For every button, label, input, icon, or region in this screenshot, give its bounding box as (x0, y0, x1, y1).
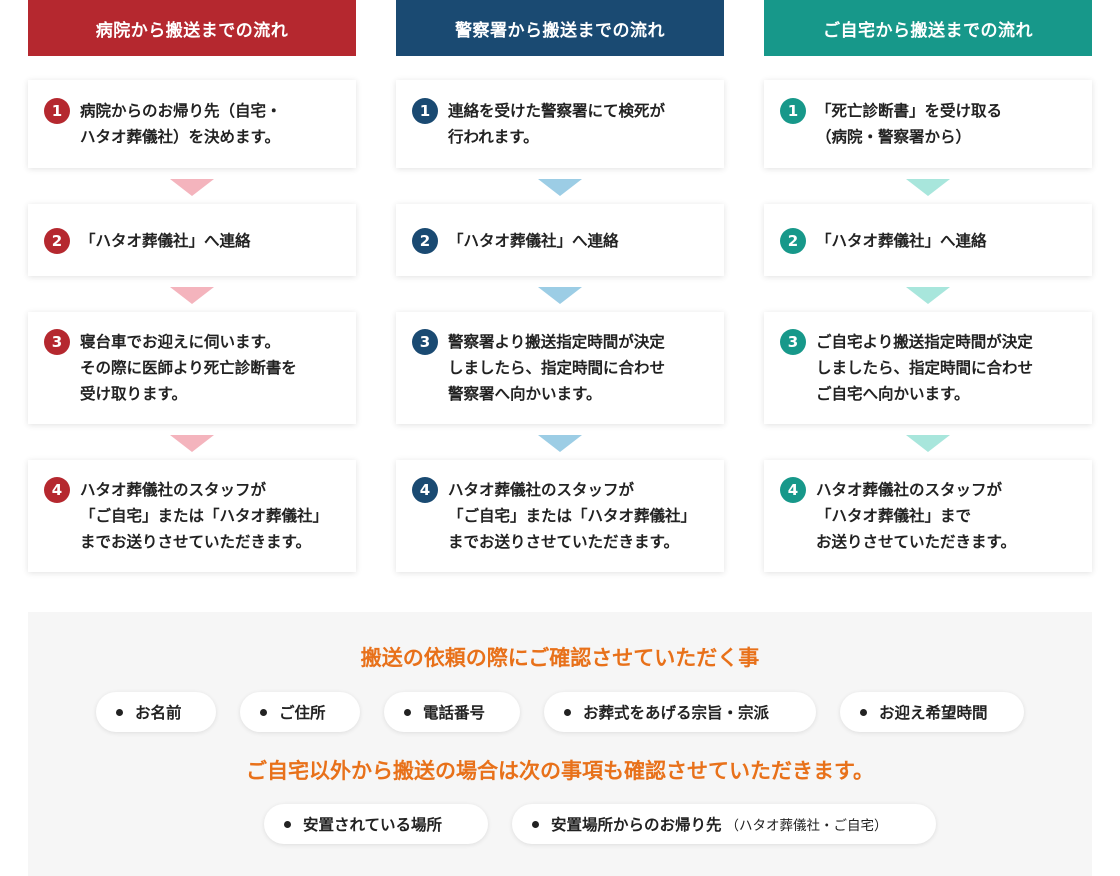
down-arrow-icon (538, 435, 582, 452)
down-arrow-icon (170, 435, 214, 452)
step-text: 「ハタオ葬儀社」へ連絡 (448, 232, 619, 250)
column-header: ご自宅から搬送までの流れ (764, 0, 1092, 56)
step-card: 2 「ハタオ葬儀社」へ連絡 (764, 204, 1092, 276)
confirm-item-label: お迎え希望時間 (879, 704, 988, 722)
down-arrow-icon (170, 287, 214, 304)
step-number-badge: 4 (412, 477, 438, 503)
down-arrow-icon (906, 435, 950, 452)
bullet-icon (404, 708, 411, 716)
down-arrow-icon (538, 179, 582, 196)
confirmation-heading: 搬送の依頼の際にご確認させていただく事 (360, 646, 760, 670)
confirm-extra-item: 安置場所からのお帰り先 （ハタオ葬儀社・ご自宅） (512, 804, 936, 844)
confirm-item-label: 安置されている場所 (303, 816, 443, 834)
down-arrow-icon (906, 179, 950, 196)
step-number-badge: 4 (780, 477, 806, 503)
confirm-item-label: 安置場所からのお帰り先 (551, 816, 722, 834)
step-text: ハタオ葬儀社のスタッフが 「ご自宅」または「ハタオ葬儀社」 までお送りさせていた… (448, 481, 697, 551)
confirm-extra-item: 安置されている場所 (264, 804, 488, 844)
step-card: 4 ハタオ葬儀社のスタッフが 「ハタオ葬儀社」まで お送りさせていただきます。 (764, 460, 1092, 572)
step-text: 「ハタオ葬儀社」へ連絡 (80, 232, 251, 250)
step-text: 連絡を受けた警察署にて検死が 行われます。 (448, 102, 666, 146)
confirmation-subheading: ご自宅以外から搬送の場合は次の事項も確認させていただきます。 (246, 759, 874, 783)
step-text: 寝台車でお迎えに伺います。 その際に医師より死亡診断書を 受け取ります。 (80, 333, 297, 403)
flow-column-hospital: 病院から搬送までの流れ 1 病院からのお帰り先（自宅・ ハタオ葬儀社）を決めます… (28, 0, 356, 572)
step-card: 2 「ハタオ葬儀社」へ連絡 (28, 204, 356, 276)
confirmation-panel: 搬送の依頼の際にご確認させていただく事 お名前 ご住所 電話番号 お葬式をあげる… (28, 612, 1092, 876)
step-number-badge: 1 (412, 98, 438, 124)
step-number-badge: 1 (780, 98, 806, 124)
step-number-badge: 2 (44, 228, 70, 254)
step-card: 4 ハタオ葬儀社のスタッフが 「ご自宅」または「ハタオ葬儀社」 までお送りさせて… (28, 460, 356, 572)
step-number-badge: 3 (780, 329, 806, 355)
confirm-item: 電話番号 (384, 692, 520, 732)
flow-column-home: ご自宅から搬送までの流れ 1 「死亡診断書」を受け取る （病院・警察署から） 2… (764, 0, 1092, 572)
column-header: 病院から搬送までの流れ (28, 0, 356, 56)
down-arrow-icon (538, 287, 582, 304)
confirm-item-label: お葬式をあげる宗旨・宗派 (583, 704, 770, 722)
step-card: 1 病院からのお帰り先（自宅・ ハタオ葬儀社）を決めます。 (28, 80, 356, 168)
step-number-badge: 3 (412, 329, 438, 355)
bullet-icon (116, 708, 123, 716)
confirm-item: お名前 (96, 692, 216, 732)
confirm-item: お葬式をあげる宗旨・宗派 (544, 692, 816, 732)
bullet-icon (564, 708, 571, 716)
step-card: 3 警察署より搬送指定時間が決定 しましたら、指定時間に合わせ 警察署へ向かいま… (396, 312, 724, 424)
confirm-item-label: 電話番号 (423, 704, 486, 722)
step-text: ハタオ葬儀社のスタッフが 「ハタオ葬儀社」まで お送りさせていただきます。 (816, 481, 1016, 551)
step-card: 2 「ハタオ葬儀社」へ連絡 (396, 204, 724, 276)
step-text: 警察署より搬送指定時間が決定 しましたら、指定時間に合わせ 警察署へ向かいます。 (448, 333, 666, 403)
bullet-icon (532, 820, 539, 828)
confirm-item: ご住所 (240, 692, 360, 732)
step-number-badge: 4 (44, 477, 70, 503)
step-card: 1 「死亡診断書」を受け取る （病院・警察署から） (764, 80, 1092, 168)
step-number-badge: 2 (412, 228, 438, 254)
step-card: 3 ご自宅より搬送指定時間が決定 しましたら、指定時間に合わせ ご自宅へ向かいま… (764, 312, 1092, 424)
step-text: 「ハタオ葬儀社」へ連絡 (816, 232, 987, 250)
bullet-icon (860, 708, 867, 716)
confirm-item-note: （ハタオ葬儀社・ご自宅） (725, 818, 888, 834)
bullet-icon (260, 708, 267, 716)
step-card: 4 ハタオ葬儀社のスタッフが 「ご自宅」または「ハタオ葬儀社」 までお送りさせて… (396, 460, 724, 572)
step-number-badge: 1 (44, 98, 70, 124)
confirm-item-label: お名前 (135, 704, 182, 722)
step-text: ハタオ葬儀社のスタッフが 「ご自宅」または「ハタオ葬儀社」 までお送りさせていた… (80, 481, 329, 551)
column-header: 警察署から搬送までの流れ (396, 0, 724, 56)
step-card: 1 連絡を受けた警察署にて検死が 行われます。 (396, 80, 724, 168)
bullet-icon (284, 820, 291, 828)
down-arrow-icon (906, 287, 950, 304)
confirm-item: お迎え希望時間 (840, 692, 1024, 732)
flow-column-police: 警察署から搬送までの流れ 1 連絡を受けた警察署にて検死が 行われます。 2 「… (396, 0, 724, 572)
step-text: ご自宅より搬送指定時間が決定 しましたら、指定時間に合わせ ご自宅へ向かいます。 (816, 333, 1034, 403)
step-number-badge: 2 (780, 228, 806, 254)
step-text: 「死亡診断書」を受け取る （病院・警察署から） (816, 102, 1003, 146)
down-arrow-icon (170, 179, 214, 196)
step-number-badge: 3 (44, 329, 70, 355)
step-text: 病院からのお帰り先（自宅・ ハタオ葬儀社）を決めます。 (80, 102, 282, 146)
confirm-item-label: ご住所 (279, 704, 326, 722)
step-card: 3 寝台車でお迎えに伺います。 その際に医師より死亡診断書を 受け取ります。 (28, 312, 356, 424)
